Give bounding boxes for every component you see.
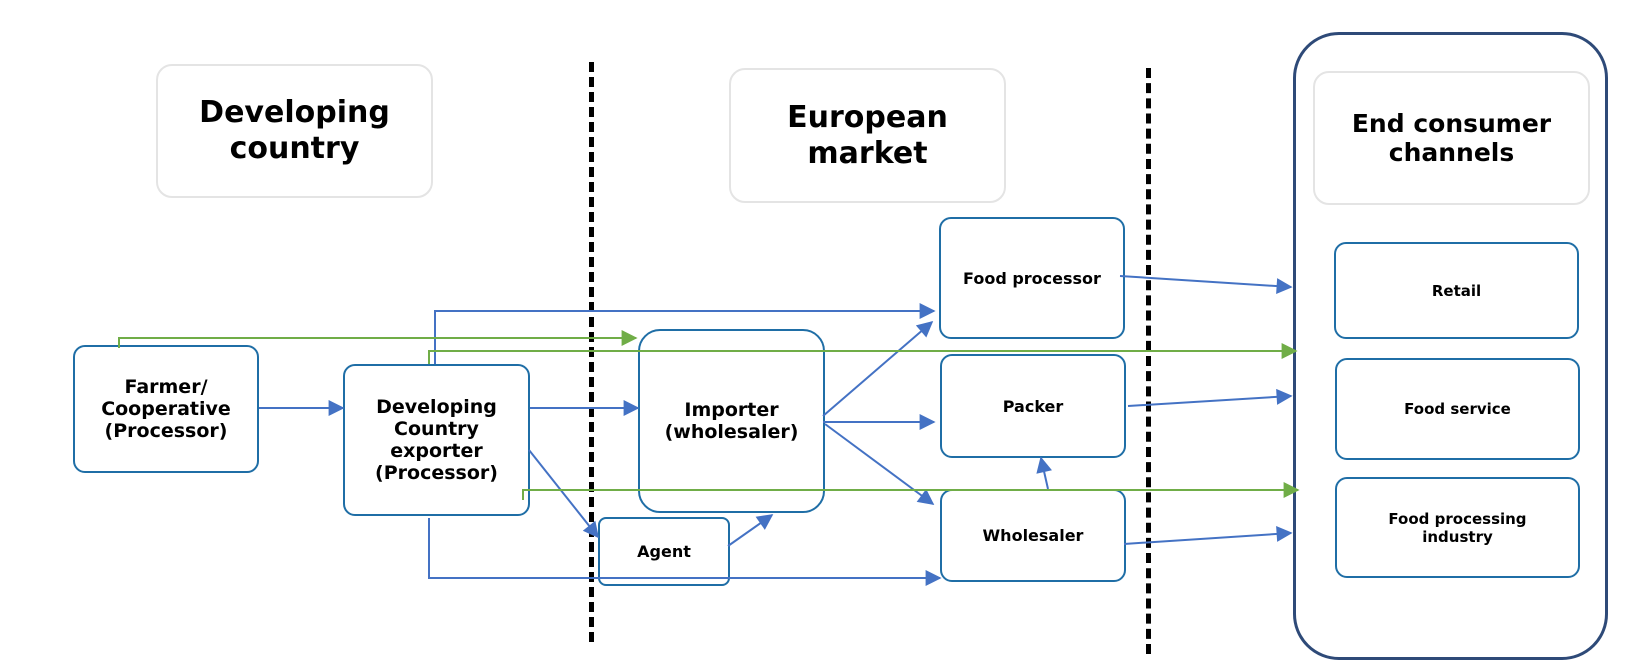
arrow-wholesaler-to-food-processing-industry (1123, 525, 1293, 545)
arrow-exporter-to-food-processor (434, 303, 936, 364)
arrow-wholesaler-to-packer (1036, 456, 1052, 490)
node-farmer-cooperative: Farmer/ Cooperative (Processor) (73, 345, 259, 473)
node-food-processing-industry: Food processing industry (1335, 477, 1580, 578)
divider-european-consumer (1146, 68, 1151, 654)
node-importer-wholesaler: Importer (wholesaler) (638, 329, 825, 513)
arrow-green-farmer-to-importer (118, 330, 638, 348)
arrow-green-exporter-to-food-service (428, 343, 1298, 364)
arrow-green-exporter-to-food-processing (522, 482, 1300, 500)
arrow-agent-to-importer (727, 514, 774, 547)
node-packer: Packer (940, 354, 1126, 458)
arrow-food-processor-to-retail (1119, 275, 1293, 295)
node-retail: Retail (1334, 242, 1579, 339)
header-end-consumer-channels: End consumer channels (1313, 71, 1590, 205)
arrow-importer-to-food-processor (822, 320, 934, 417)
arrow-exporter-to-wholesaler (428, 518, 942, 586)
header-european-market: European market (729, 68, 1006, 203)
arrow-importer-to-wholesaler (824, 423, 935, 505)
arrow-packer-to-food-service (1127, 388, 1293, 407)
node-agent: Agent (598, 517, 730, 586)
node-developing-country-exporter: Developing Country exporter (Processor) (343, 364, 530, 516)
node-food-processor: Food processor (939, 217, 1125, 339)
arrow-exporter-to-agent (528, 449, 599, 539)
header-developing-country: Developing country (156, 64, 433, 198)
node-food-service: Food service (1335, 358, 1580, 460)
